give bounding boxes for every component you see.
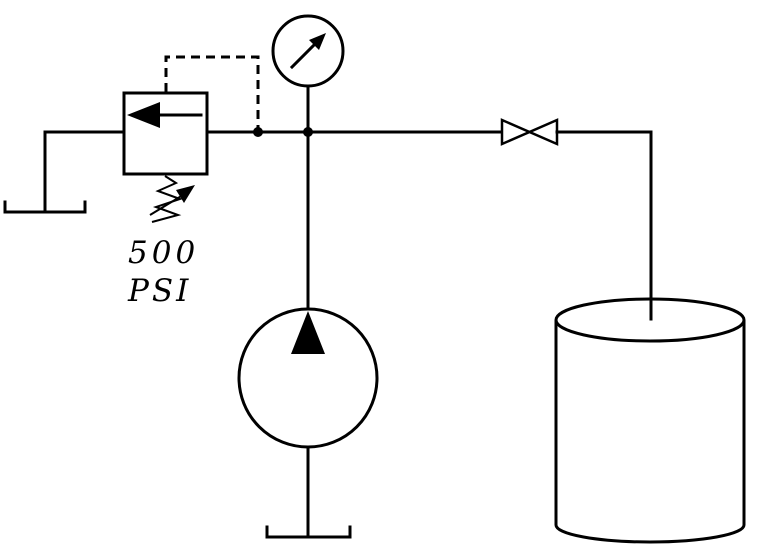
pilot-junction-dot <box>253 127 263 137</box>
tank-feed-line <box>555 130 653 322</box>
pressure-relief-valve-icon <box>122 91 209 176</box>
pump-reservoir-icon <box>265 525 352 539</box>
relief-drain-line <box>43 130 126 214</box>
gate-valve-icon <box>500 118 559 146</box>
adjustable-spring-icon <box>149 175 195 223</box>
pressure-gauge-icon <box>271 14 345 88</box>
relief-setting-value: 500 <box>128 235 200 271</box>
pump-icon <box>237 307 379 449</box>
relief-setting-unit: PSI <box>128 273 192 309</box>
cylinder-tank-icon <box>554 296 746 544</box>
pilot-line <box>164 55 260 129</box>
